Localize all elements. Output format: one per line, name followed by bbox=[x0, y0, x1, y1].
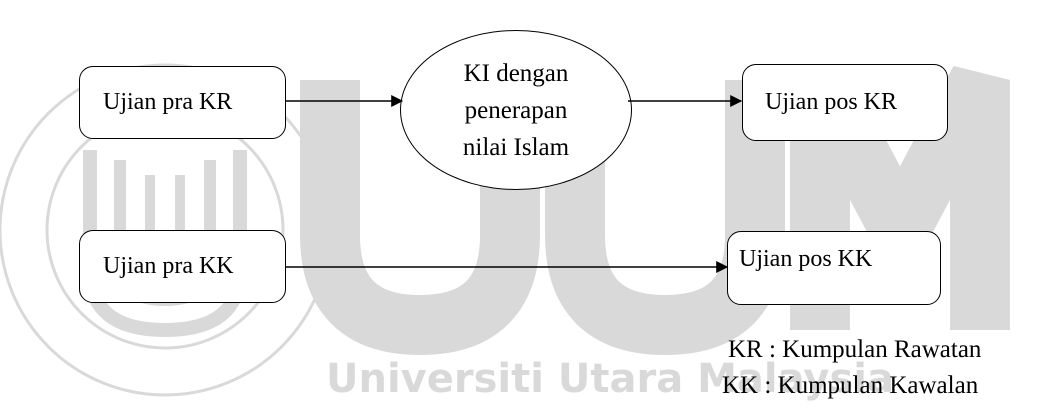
box-ujian-pos-kr-label: Ujian pos KR bbox=[765, 89, 897, 115]
box-ujian-pra-kr: Ujian pra KR bbox=[79, 66, 286, 139]
legend-kk: KK : Kumpulan Kawalan bbox=[722, 372, 979, 399]
ellipse-treatment: KI dengan penerapan nilai Islam bbox=[400, 30, 632, 190]
box-ujian-pra-kk-label: Ujian pra KK bbox=[103, 253, 234, 279]
box-ujian-pra-kr-label: Ujian pra KR bbox=[103, 89, 233, 115]
box-ujian-pra-kk: Ujian pra KK bbox=[79, 230, 286, 303]
box-ujian-pos-kk-label: Ujian pos KK bbox=[739, 246, 873, 272]
watermark-subtitle: Universiti Utara Malaysia bbox=[326, 356, 894, 402]
box-ujian-pos-kr: Ujian pos KR bbox=[742, 64, 948, 141]
box-ujian-pos-kk: Ujian pos KK bbox=[727, 231, 941, 305]
ellipse-treatment-label: KI dengan penerapan nilai Islam bbox=[462, 59, 570, 161]
legend-kr: KR : Kumpulan Rawatan bbox=[728, 336, 982, 363]
